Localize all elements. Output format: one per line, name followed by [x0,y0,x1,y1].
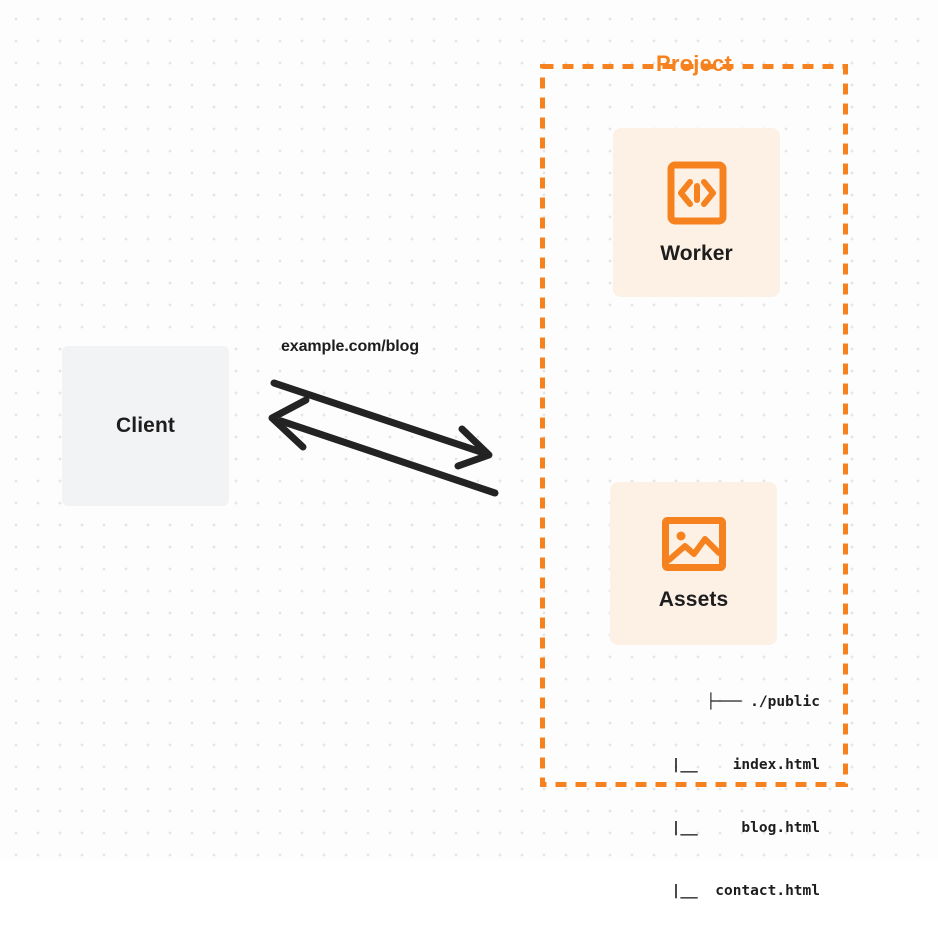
code-document-icon [666,160,728,226]
assets-node-label: Assets [658,587,729,611]
assets-file-tree: ├─── ./public |__ index.html |__ blog.ht… [580,650,820,944]
response-arrow [268,396,499,497]
image-icon [661,516,727,572]
project-group-label: Project [656,51,732,76]
connection-label: example.com/blog [281,338,419,355]
file-tree-row: |__ index.html [671,757,820,773]
client-node[interactable]: Client [62,346,229,506]
worker-node[interactable]: Worker [613,128,780,297]
request-arrow [270,379,493,470]
project-group: Project Worker Asset [540,51,848,899]
client-node-label: Client [116,414,175,437]
assets-node[interactable]: Assets [610,482,777,645]
worker-node-label: Worker [660,241,733,265]
file-tree-row: ├─── ./public [706,694,821,710]
file-tree-row: |__ blog.html [671,820,820,836]
project-dashed-border [540,64,848,787]
file-tree-row: |__ contact.html [671,883,820,899]
diagram-canvas: Client example.com/blog Project [0,0,938,899]
